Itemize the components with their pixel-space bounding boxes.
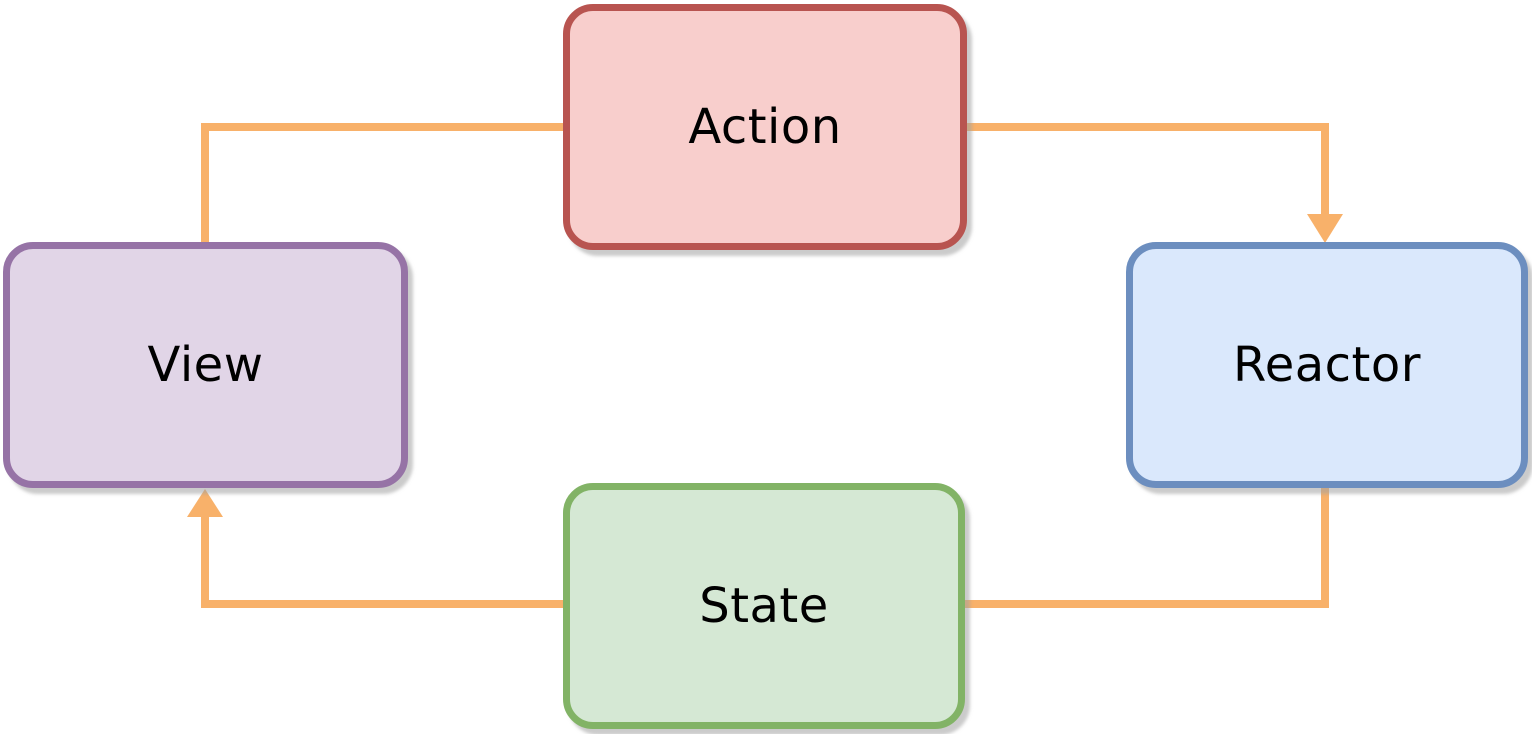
edge-view-to-action — [201, 123, 563, 242]
node-reactor-label: Reactor — [1233, 337, 1421, 393]
node-action-label: Action — [688, 99, 842, 155]
edge-state-to-view — [201, 512, 565, 608]
arrowhead-into-reactor-icon — [1307, 214, 1343, 243]
node-state: State — [563, 483, 965, 729]
node-state-label: State — [699, 578, 829, 634]
node-view-label: View — [147, 337, 264, 393]
node-reactor: Reactor — [1126, 242, 1528, 488]
node-action: Action — [563, 4, 967, 250]
edge-action-to-reactor — [967, 123, 1329, 222]
node-view: View — [3, 242, 408, 488]
arrowhead-into-view-icon — [187, 489, 223, 517]
edge-reactor-to-state — [965, 488, 1329, 608]
